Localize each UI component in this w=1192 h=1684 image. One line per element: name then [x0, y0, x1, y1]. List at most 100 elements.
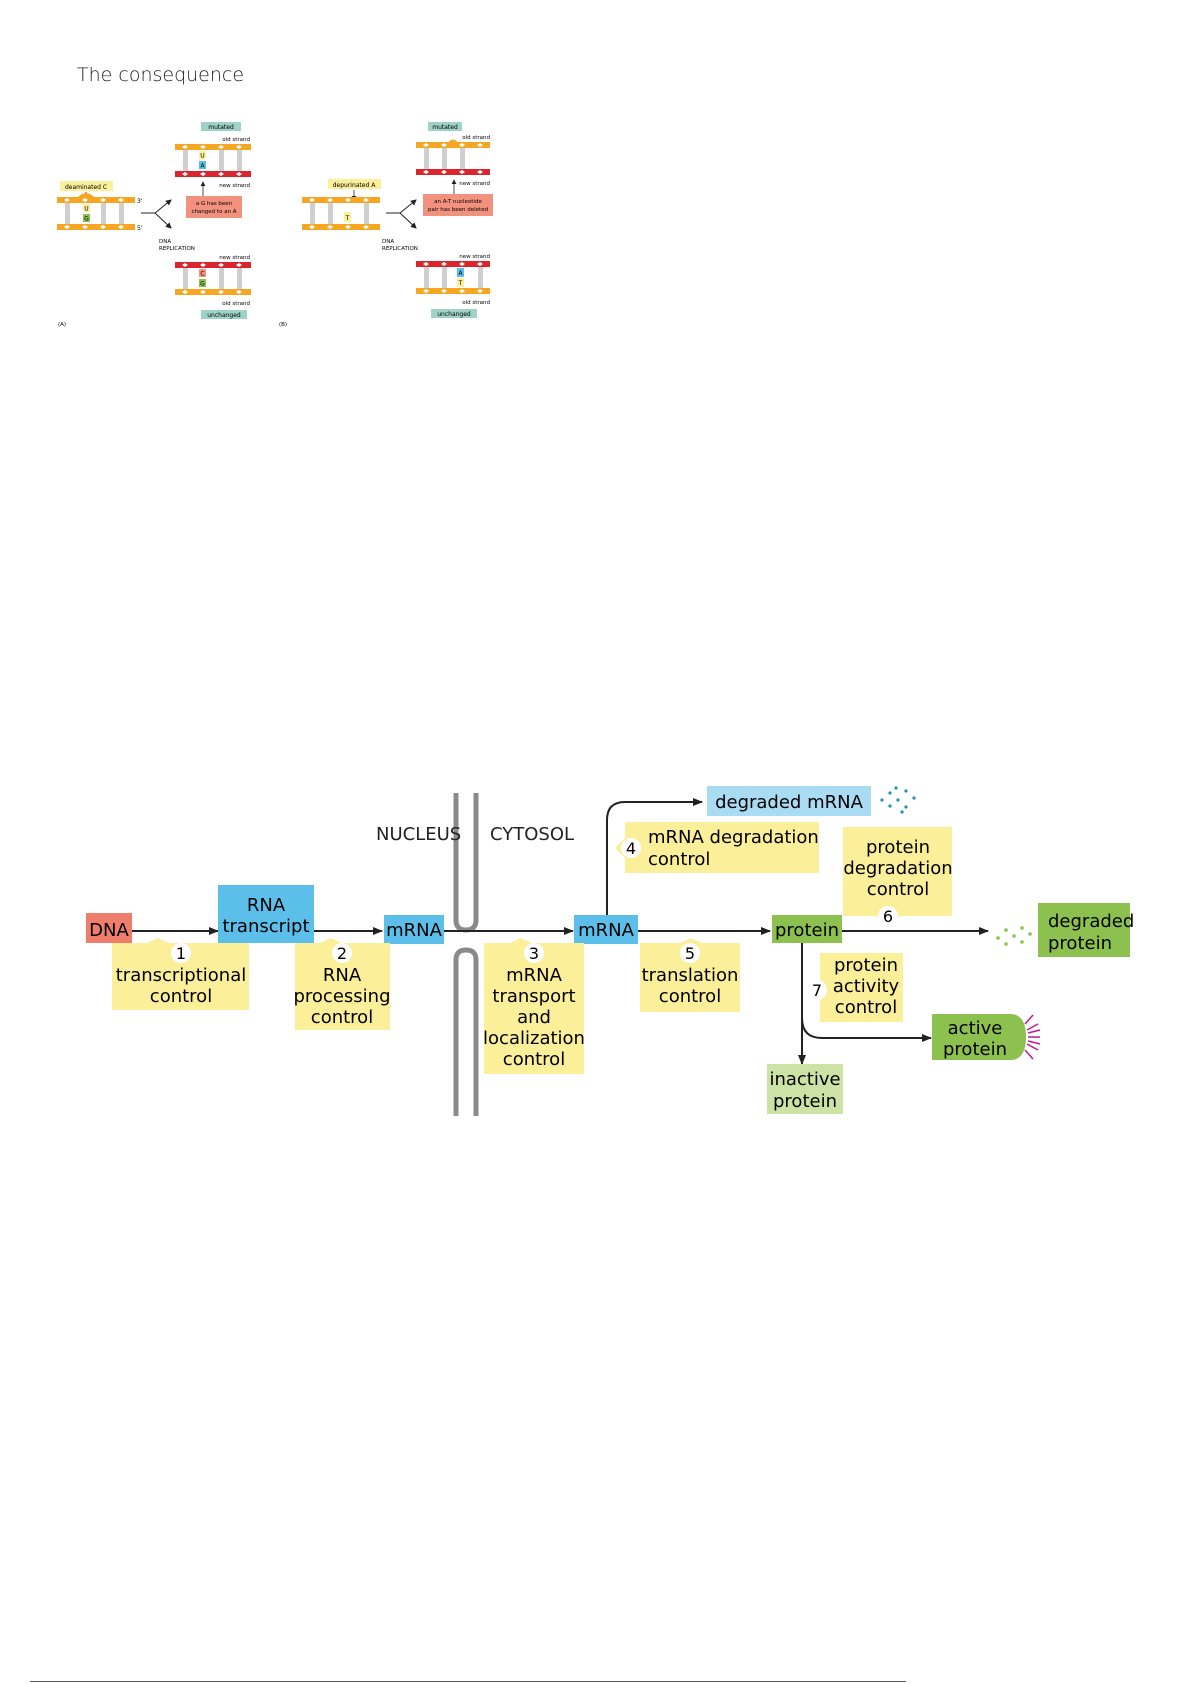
mutated-label-a: mutated: [208, 124, 234, 131]
degraded-protein-label-1: degraded: [1048, 911, 1134, 932]
damage-label-b: depurinated A: [333, 182, 376, 189]
step-4-number: 4: [626, 839, 636, 858]
mrna-nucleus-box: [384, 915, 444, 944]
step-7-line-1: protein: [834, 955, 898, 976]
process-label-b-2: REPLICATION: [382, 246, 418, 252]
step-6-number: 6: [883, 907, 893, 926]
step-3-callout: 3 mRNA transport and localization contro…: [483, 938, 585, 1074]
inactive-protein-box: [767, 1064, 843, 1114]
parent-strand-bottom-a: [57, 224, 135, 230]
step-4-line-1: mRNA degradation: [648, 827, 819, 848]
degraded-protein-label-2: protein: [1048, 933, 1112, 954]
cytosol-label: CYTOSOL: [490, 824, 574, 845]
rna-transcript-label-1: RNA: [247, 895, 286, 916]
protein-label: protein: [775, 920, 839, 941]
mrna-cytosol-box: [574, 915, 638, 944]
result-a-1: a G has been: [196, 201, 233, 207]
process-label-a-1: DNA: [159, 239, 171, 245]
new-strand-bottom-a: new strand: [219, 255, 250, 261]
step-3-line-1: mRNA: [506, 965, 563, 986]
inactive-protein-label-2: protein: [773, 1091, 837, 1112]
step-6-line-2: degradation: [843, 858, 952, 879]
step-5-line-2: control: [659, 986, 721, 1007]
top-base-a-a: A: [200, 163, 205, 170]
footer-rule: [30, 1681, 906, 1682]
step-5-line-1: translation: [642, 965, 739, 986]
page-heading: The consequence: [77, 64, 245, 86]
dna-label: DNA: [89, 920, 129, 941]
old-strand-bottom-a: old strand: [222, 301, 250, 307]
panel-label-b: (B): [279, 322, 287, 328]
bottom-base-t-b: T: [458, 280, 463, 287]
degraded-mrna-box: [707, 786, 871, 816]
new-strand-bottom-b: new strand: [459, 254, 490, 260]
step-2-number: 2: [337, 944, 347, 963]
dna-damage-figure: deaminated C U G 3' 5' DNA REPLICATION m: [57, 122, 493, 328]
step-4-line-2: control: [648, 849, 710, 870]
rna-transcript-box: [218, 885, 314, 943]
step-6-line-3: control: [867, 879, 929, 900]
process-label-a-2: REPLICATION: [159, 246, 195, 252]
degraded-protein-box: [1038, 903, 1130, 957]
step-2-line-2: processing: [293, 986, 390, 1007]
step-1-callout: 1 transcriptional control: [112, 938, 249, 1010]
top-base-u-a: U: [200, 153, 204, 160]
step-2-line-3: control: [311, 1007, 373, 1028]
bottom-base-c-a: C: [200, 271, 204, 278]
parent-strand-top-a: [57, 197, 135, 203]
end-5-a: 5': [137, 225, 143, 232]
bottom-base-a-b: A: [458, 270, 463, 277]
protein-box: [772, 915, 842, 943]
degraded-mrna-fragments-icon: [880, 786, 916, 814]
active-protein-label-1: active: [948, 1018, 1003, 1039]
step-1-number: 1: [176, 944, 186, 963]
active-protein-label-2: protein: [943, 1039, 1007, 1060]
mutated-label-b: mutated: [432, 124, 458, 131]
new-strand-top-b: new strand: [459, 181, 490, 187]
damage-label-a: deaminated C: [65, 184, 107, 191]
step-4-callout: 4 mRNA degradation control: [615, 822, 819, 873]
gene-expression-control-diagram: NUCLEUS CYTOSOL DNA RNA transcript mRNA …: [86, 786, 1134, 1116]
end-3-a: 3': [137, 198, 143, 205]
step-7-callout: 7 protein activity control: [807, 953, 903, 1022]
damage-callout-a: [60, 181, 113, 191]
mutated-badge-b: [428, 122, 462, 131]
dna-box: [86, 913, 132, 943]
base-t-b: T: [345, 215, 350, 222]
damage-callout-b: [328, 179, 381, 189]
old-strand-top-a: old strand: [222, 137, 250, 143]
rna-transcript-label-2: transcript: [222, 916, 309, 937]
new-strand-top-a: new strand: [219, 183, 250, 189]
step-3-line-4: localization: [483, 1028, 585, 1049]
process-label-b-1: DNA: [382, 239, 394, 245]
unchanged-label-b: unchanged: [437, 311, 471, 318]
step-7-line-3: control: [835, 997, 897, 1018]
step-5-callout: 5 translation control: [640, 938, 740, 1012]
active-sparkle-icon: [1024, 1014, 1041, 1060]
step-5-number: 5: [685, 944, 695, 963]
result-b-1: an A-T nucleotide: [434, 199, 482, 205]
degraded-mrna-label: degraded mRNA: [715, 792, 864, 813]
base-u-a: U: [84, 206, 88, 213]
unchanged-badge-b: [431, 309, 477, 318]
old-strand-bottom-b: old strand: [462, 300, 490, 306]
degraded-protein-fragments-icon: [996, 926, 1032, 946]
base-g-a: G: [84, 216, 89, 223]
step-1-line-2: control: [150, 986, 212, 1007]
mrna-nucleus-label: mRNA: [386, 920, 443, 941]
inactive-protein-label-1: inactive: [769, 1069, 840, 1090]
step-7-number: 7: [812, 981, 822, 1000]
active-protein-box: [932, 1014, 1026, 1060]
step-3-number: 3: [529, 944, 539, 963]
result-a-2: changed to an A: [191, 209, 236, 215]
panel-b: depurinated A T DNA REPLICATION mutated …: [279, 122, 493, 328]
unchanged-label-a: unchanged: [207, 312, 241, 319]
parent-strand-bottom-b: [302, 224, 380, 230]
step-3-line-5: control: [503, 1049, 565, 1070]
step-1-line-1: transcriptional: [116, 965, 247, 986]
panel-label-a: (A): [58, 322, 66, 328]
result-box-b: [423, 194, 493, 216]
result-b-2: pair has been deleted: [428, 207, 488, 213]
unchanged-badge-a: [201, 310, 247, 319]
mutated-badge-a: [201, 122, 241, 131]
